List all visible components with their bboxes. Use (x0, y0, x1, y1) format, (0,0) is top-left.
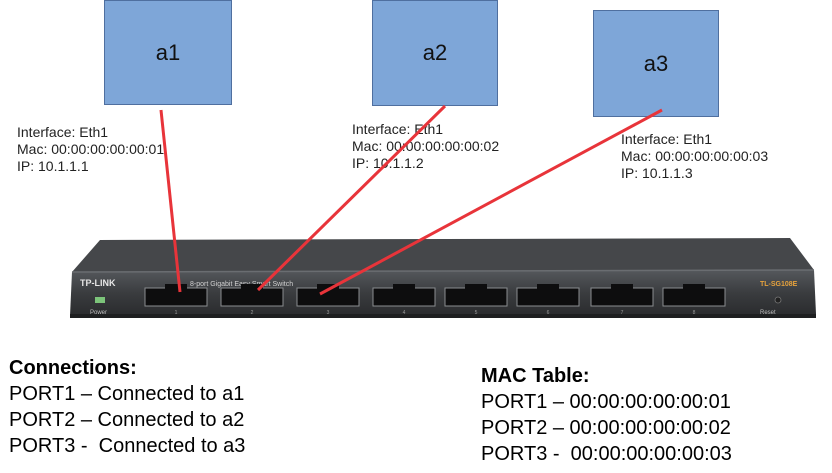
port-7[interactable]: 7 (590, 284, 654, 316)
port-label: 2 (251, 310, 254, 316)
host-a1[interactable]: a1 (104, 0, 232, 105)
port-label: 7 (621, 310, 624, 316)
host-label: a3 (643, 50, 669, 76)
connection-line: PORT1 – Connected to a1 (9, 383, 245, 405)
connection-line: PORT2 – Connected to a2 (9, 409, 245, 431)
reset-button[interactable] (774, 296, 782, 304)
ip-text: IP: 10.1.1.1 (17, 158, 89, 174)
port-2[interactable]: 2 (220, 284, 284, 316)
port-label: 5 (475, 310, 478, 316)
link-a3-port3 (319, 108, 663, 296)
mac-text: Mac: 00:00:00:00:00:02 (352, 138, 500, 154)
host-a3[interactable]: a3 (593, 10, 719, 117)
link-a1-port1 (159, 109, 182, 293)
port-label: 1 (175, 310, 178, 316)
port-4[interactable]: 4 (372, 284, 436, 316)
power-label: Power (90, 310, 107, 316)
ip-text: IP: 10.1.1.3 (621, 165, 693, 181)
mac-table-block: MAC Table: PORT1 – 00:00:00:00:00:01 POR… (481, 363, 732, 467)
port-8[interactable]: 8 (662, 284, 726, 316)
host-label: a2 (422, 40, 448, 65)
connections-block: Connections: PORT1 – Connected to a1 POR… (9, 355, 245, 459)
mac-table-line: PORT1 – 00:00:00:00:00:01 (481, 391, 731, 413)
port-label: 6 (547, 310, 550, 316)
port-label: 8 (693, 310, 696, 316)
switch-top (72, 238, 814, 272)
port-1[interactable]: 1 (144, 284, 208, 316)
host-a1-info: Interface: Eth1 Mac: 00:00:00:00:00:01 I… (17, 124, 164, 175)
port-5[interactable]: 5 (444, 284, 508, 316)
interface-text: Interface: Eth1 (17, 124, 109, 140)
mac-text: Mac: 00:00:00:00:00:01 (17, 141, 165, 157)
brand-label: TP-LINK (80, 278, 116, 288)
host-a3-info: Interface: Eth1 Mac: 00:00:00:00:00:03 I… (621, 131, 768, 182)
network-switch: TP-LINK 8-port Gigabit Easy Smart Switch… (70, 238, 816, 318)
connections-title: Connections: (9, 357, 137, 379)
port-6[interactable]: 6 (516, 284, 580, 316)
port-label: 4 (403, 310, 406, 316)
connection-line: PORT3 - Connected to a3 (9, 435, 246, 457)
power-led (95, 297, 105, 303)
link-a2-port2 (256, 104, 447, 292)
mac-table-line: PORT2 – 00:00:00:00:00:02 (481, 417, 731, 439)
mac-text: Mac: 00:00:00:00:00:03 (621, 148, 769, 164)
interface-text: Interface: Eth1 (352, 121, 444, 137)
mac-table-line: PORT3 - 00:00:00:00:00:03 (481, 443, 732, 465)
host-label: a1 (155, 39, 181, 65)
reset-label: Reset (760, 310, 776, 316)
mac-table-title: MAC Table: (481, 365, 590, 387)
host-a2[interactable]: a2 (372, 0, 498, 106)
interface-text: Interface: Eth1 (621, 131, 713, 147)
model-label: TL-SG108E (760, 281, 798, 288)
port-label: 3 (327, 310, 330, 316)
